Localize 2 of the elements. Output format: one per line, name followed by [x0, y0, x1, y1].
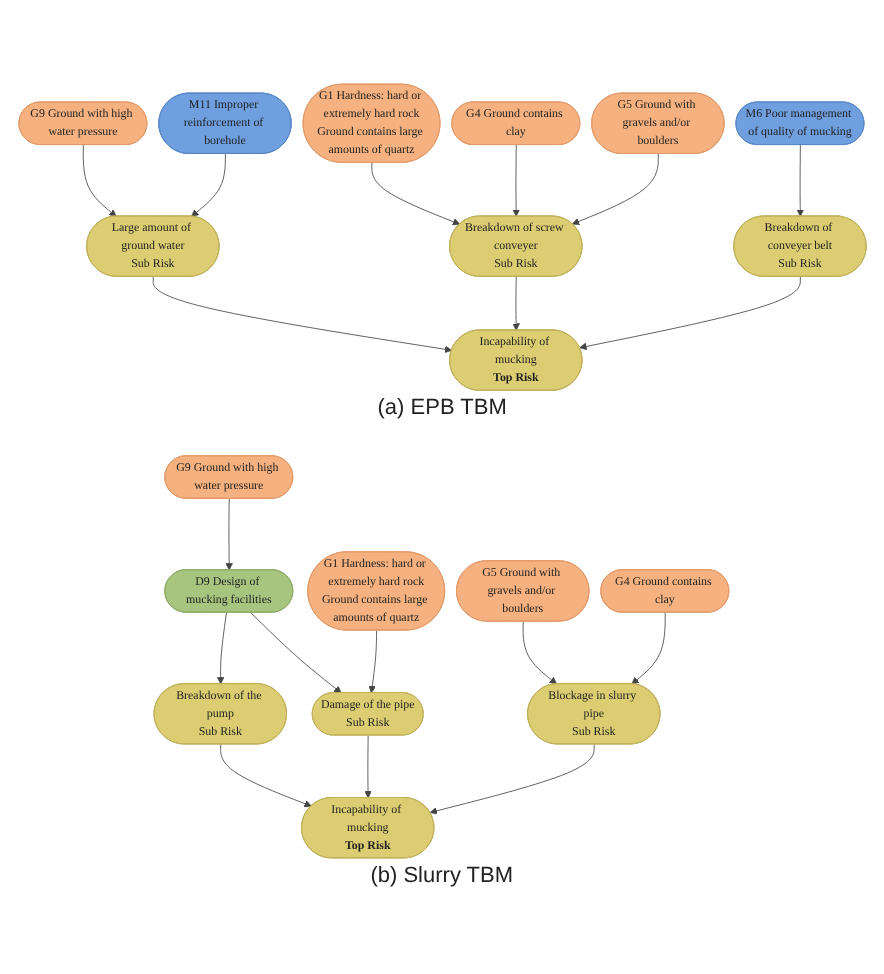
figure-caption: (a) EPB TBM	[377, 396, 507, 423]
figure-caption: (b) Slurry TBM	[370, 863, 514, 890]
